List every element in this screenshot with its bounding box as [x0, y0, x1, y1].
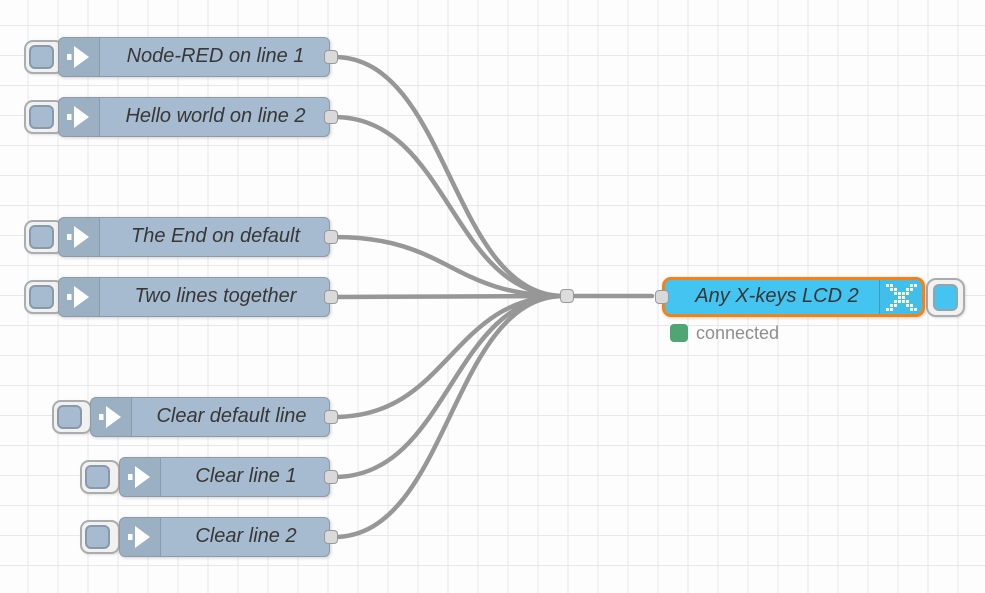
inject-trigger-button[interactable] — [52, 400, 92, 434]
inject-arrow-icon — [120, 458, 161, 496]
node-label: Clear line 1 — [195, 464, 297, 487]
inject-trigger-button-face[interactable] — [29, 105, 54, 129]
inject-node[interactable]: Clear default line — [90, 397, 338, 437]
node-label: Any X-keys LCD 2 — [695, 284, 859, 307]
inject-node[interactable]: Hello world on line 2 — [58, 97, 338, 137]
wire[interactable] — [331, 293, 567, 300]
output-port[interactable] — [324, 290, 338, 304]
output-port[interactable] — [324, 410, 338, 424]
inject-trigger-button-face[interactable] — [29, 225, 54, 249]
node-label: Clear default line — [156, 404, 307, 427]
status-dot — [670, 324, 688, 342]
node-label: Hello world on line 2 — [125, 104, 306, 127]
inject-arrow-icon — [91, 398, 132, 436]
inject-arrow-icon — [59, 218, 100, 256]
wire[interactable] — [331, 293, 567, 420]
node-label: Node-RED on line 1 — [126, 44, 305, 67]
wire[interactable] — [331, 54, 567, 299]
inject-arrow-icon — [59, 38, 100, 76]
inject-arrow-icon — [120, 518, 161, 556]
inject-node[interactable]: Clear line 2 — [119, 517, 338, 557]
wire[interactable] — [331, 234, 567, 299]
inject-arrow-icon — [59, 278, 100, 316]
output-port[interactable] — [324, 230, 338, 244]
inject-trigger-button-face[interactable] — [29, 45, 54, 69]
output-port[interactable] — [324, 530, 338, 544]
output-port[interactable] — [324, 470, 338, 484]
lcd-node-button-face[interactable] — [933, 284, 958, 311]
inject-arrow-icon — [59, 98, 100, 136]
wire[interactable] — [331, 293, 567, 480]
status-text: connected — [696, 323, 780, 343]
inject-trigger-button[interactable] — [24, 40, 64, 74]
xkeys-x-icon — [879, 280, 922, 314]
inject-trigger-button[interactable] — [80, 520, 120, 554]
lcd-node-selected[interactable]: Any X-keys LCD 2 — [655, 277, 925, 317]
output-port[interactable] — [324, 110, 338, 124]
lcd-node-button[interactable] — [926, 278, 965, 317]
inject-trigger-button[interactable] — [24, 280, 64, 314]
output-port[interactable] — [324, 50, 338, 64]
node-label: The End on default — [130, 224, 300, 247]
link-junction[interactable] — [560, 289, 574, 303]
node-label: Two lines together — [134, 284, 297, 307]
input-port[interactable] — [655, 290, 669, 304]
inject-trigger-button-face[interactable] — [29, 285, 54, 309]
inject-node[interactable]: Clear line 1 — [119, 457, 338, 497]
wire[interactable] — [331, 293, 567, 540]
inject-trigger-button-face[interactable] — [57, 405, 82, 429]
node-label: Clear line 2 — [195, 524, 297, 547]
inject-trigger-button-face[interactable] — [85, 465, 110, 489]
inject-trigger-button-face[interactable] — [85, 525, 110, 549]
inject-node[interactable]: Two lines together — [58, 277, 338, 317]
wire[interactable] — [331, 114, 567, 299]
inject-node[interactable]: Node-RED on line 1 — [58, 37, 338, 77]
inject-trigger-button[interactable] — [80, 460, 120, 494]
inject-node[interactable]: The End on default — [58, 217, 338, 257]
